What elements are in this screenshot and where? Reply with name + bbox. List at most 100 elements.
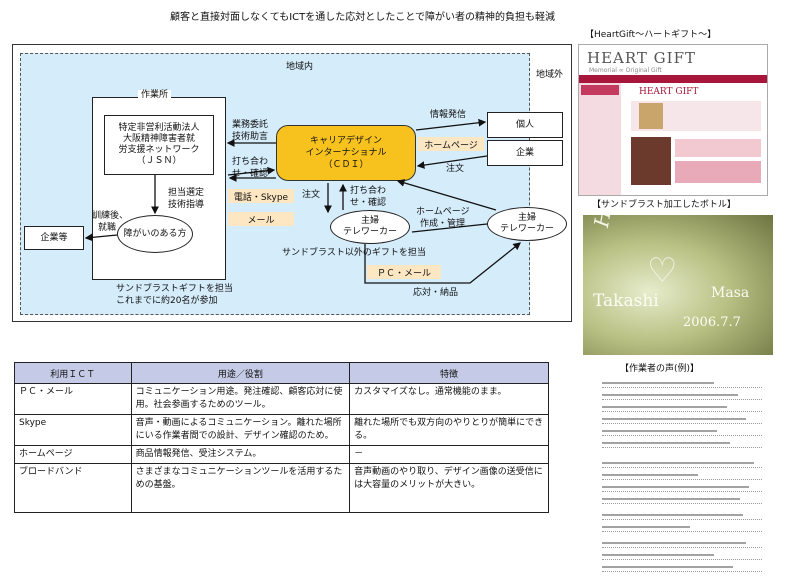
label-outsource-1: 業務委託 <box>232 120 269 130</box>
label-training-2: 就職 <box>98 223 117 233</box>
label-order-2: 注文 <box>302 190 321 200</box>
handwriting-line <box>602 402 762 412</box>
homemaker1-line-2: テレワーカー <box>342 227 397 237</box>
table-cell: Skype <box>14 414 132 446</box>
table-cell: カスタマイズなし。通常機能のまま。 <box>349 383 549 415</box>
disabled-person-oval: 障がいのある方 <box>117 215 193 253</box>
table-header: 利用ＩＣＴ <box>14 362 132 384</box>
jsn-line-4: （ＪＳＮ） <box>136 156 182 166</box>
table-cell: コミュニケーション用途。発注確認、顧客応対に使用。社会参画するためのツール。 <box>130 383 351 415</box>
heartgift-logo: HEART GIFT <box>587 49 696 67</box>
label-meeting1-1: 打ち合わ <box>232 157 269 167</box>
table-row: ホームページ 商品情報発信、受注システム。 － <box>14 445 549 464</box>
gift-note-1: サンドブラストギフトを担当 <box>116 284 233 294</box>
heartgift-product-photo <box>631 137 671 185</box>
table-header-row: 利用ＩＣＴ 用途／役割 特徴 <box>14 362 549 384</box>
bottle-caption: 【サンドブラスト加工したボトル】 <box>592 200 736 210</box>
table-cell: 音声・動画によるコミュニケーション。離れた場所にいる作業者間での設計、デザイン確… <box>130 414 351 446</box>
table-cell: 離れた場所でも双方向のやりとりが簡単にできる。 <box>349 414 549 446</box>
ict-table: 利用ＩＣＴ 用途／役割 特徴 ＰＣ・メール コミュニケーション用途。発注確認、顧… <box>14 362 549 513</box>
label-non-sand: サンドブラスト以外のギフトを担当 <box>282 248 426 258</box>
label-outsource-2: 技術助言 <box>232 132 269 142</box>
heartgift-bottle-photo <box>639 103 663 129</box>
cdi-box: キャリアデザイン インターナショナル （ＣＤＩ） <box>276 125 416 181</box>
heartgift-wine-banner <box>675 139 761 157</box>
jsn-line-2: 大阪精神障害者就 <box>122 134 195 144</box>
bottle-name-2: Masa <box>711 285 750 301</box>
label-order-1: 注文 <box>446 164 465 174</box>
bottle-photo: Happy ♡ Takashi Masa 2006.7.7 <box>583 215 773 355</box>
heartgift-sidebar <box>579 83 621 195</box>
page-title: 顧客と直接対面しなくてもICTを通した応対としたことで障がい者の精神的負担も軽減 <box>170 12 555 23</box>
label-info: 情報発信 <box>430 110 467 120</box>
birds-heart-icon: ♡ <box>647 251 678 291</box>
table-cell: － <box>349 445 549 464</box>
label-meeting1-2: せ・確認 <box>232 169 269 179</box>
tag-homepage: ホームページ <box>418 137 484 151</box>
handwriting-line <box>602 438 762 448</box>
heartgift-inner-label: HEART GIFT <box>639 87 699 97</box>
bottle-name-1: Takashi <box>593 291 659 311</box>
jsn-org-box: 特定非営利活動法人 大阪精神障害者就 労支援ネットワーク （ＪＳＮ） <box>104 115 214 175</box>
tag-mail: メール <box>228 212 294 226</box>
handwriting-line <box>602 538 762 548</box>
handwriting-line <box>602 482 762 492</box>
handwriting-line <box>602 550 762 560</box>
tag-phone-skype: 電話・Skype <box>228 189 294 203</box>
heartgift-navbar <box>579 75 767 83</box>
homemaker2-line-1: 主婦 <box>517 213 536 223</box>
table-header: 用途／役割 <box>130 362 351 384</box>
handwriting-line <box>602 458 762 468</box>
table-cell: 商品情報発信、受注システム。 <box>130 445 351 464</box>
handwriting-line <box>602 522 762 532</box>
handwriting-line <box>602 378 762 388</box>
table-row: ブロードバンド さまざまなコミュニケーションツールを活用するための基盤。 音声動… <box>14 463 549 513</box>
cdi-line-3: （ＣＤＩ） <box>323 160 369 170</box>
bottle-happy: Happy <box>589 215 624 229</box>
label-training-1: 訓練後、 <box>92 211 129 221</box>
jsn-line-3: 労支援ネットワーク <box>118 145 200 155</box>
handwriting-line <box>602 426 762 436</box>
homemaker-oval-2: 主婦 テレワーカー <box>487 207 567 241</box>
table-cell: ＰＣ・メール <box>14 383 132 415</box>
cdi-line-2: インターナショナル <box>305 148 387 158</box>
table-cell: さまざまなコミュニケーションツールを活用するための基盤。 <box>130 463 351 513</box>
label-hp-create-2: 作成・管理 <box>420 219 466 229</box>
heartgift-category-header <box>581 85 619 95</box>
label-support: 応対・納品 <box>413 288 459 298</box>
table-cell: ブロードバンド <box>14 463 132 513</box>
handwriting-line <box>602 494 762 504</box>
handwriting-line <box>602 562 762 572</box>
heartgift-caption: 【HeartGift〜ハートギフト〜】 <box>585 30 717 40</box>
bottle-date: 2006.7.7 <box>683 315 741 330</box>
handwriting-line <box>602 510 762 520</box>
label-hp-create-1: ホームページ <box>416 207 470 217</box>
heartgift-screenshot: HEART GIFT Memorial ∞ Original Gift HEAR… <box>578 44 768 196</box>
voice-caption: 【作業者の声(例)】 <box>620 364 700 374</box>
homemaker2-line-2: テレワーカー <box>499 224 554 234</box>
label-meeting2-2: せ・確認 <box>350 198 387 208</box>
table-row: ＰＣ・メール コミュニケーション用途。発注確認、顧客応対に使用。社会参画するため… <box>14 383 549 415</box>
region-label: 地域内 <box>286 62 314 72</box>
jsn-line-1: 特定非営利活動法人 <box>118 123 200 133</box>
company-left-box: 企業等 <box>24 226 84 250</box>
cdi-line-1: キャリアデザイン <box>309 136 382 146</box>
table-row: Skype 音声・動画によるコミュニケーション。離れた場所にいる作業者間での設計… <box>14 414 549 446</box>
company-right-box: 企業 <box>487 140 563 166</box>
heartgift-subtitle: Memorial ∞ Original Gift <box>589 67 662 74</box>
table-header: 特徴 <box>349 362 549 384</box>
heartgift-wine-banner-2 <box>675 161 761 183</box>
individual-box: 個人 <box>487 112 563 138</box>
label-assign-2: 技術指導 <box>168 200 205 210</box>
outside-region-label: 地域外 <box>536 70 564 80</box>
homemaker-oval-1: 主婦 テレワーカー <box>330 210 410 244</box>
tag-pc-mail: ＰＣ・メール <box>367 265 441 279</box>
label-assign-1: 担当選定 <box>168 188 205 198</box>
table-cell: 音声動画のやり取り、デザイン画像の送受信には大容量のメリットが大きい。 <box>349 463 549 513</box>
label-meeting2-1: 打ち合わ <box>350 186 387 196</box>
homemaker1-line-1: 主婦 <box>360 216 379 226</box>
gift-note-2: これまでに約20名が参加 <box>116 296 218 306</box>
handwriting-line <box>602 470 762 480</box>
workplace-label: 作業所 <box>138 90 172 101</box>
table-cell: ホームページ <box>14 445 132 464</box>
